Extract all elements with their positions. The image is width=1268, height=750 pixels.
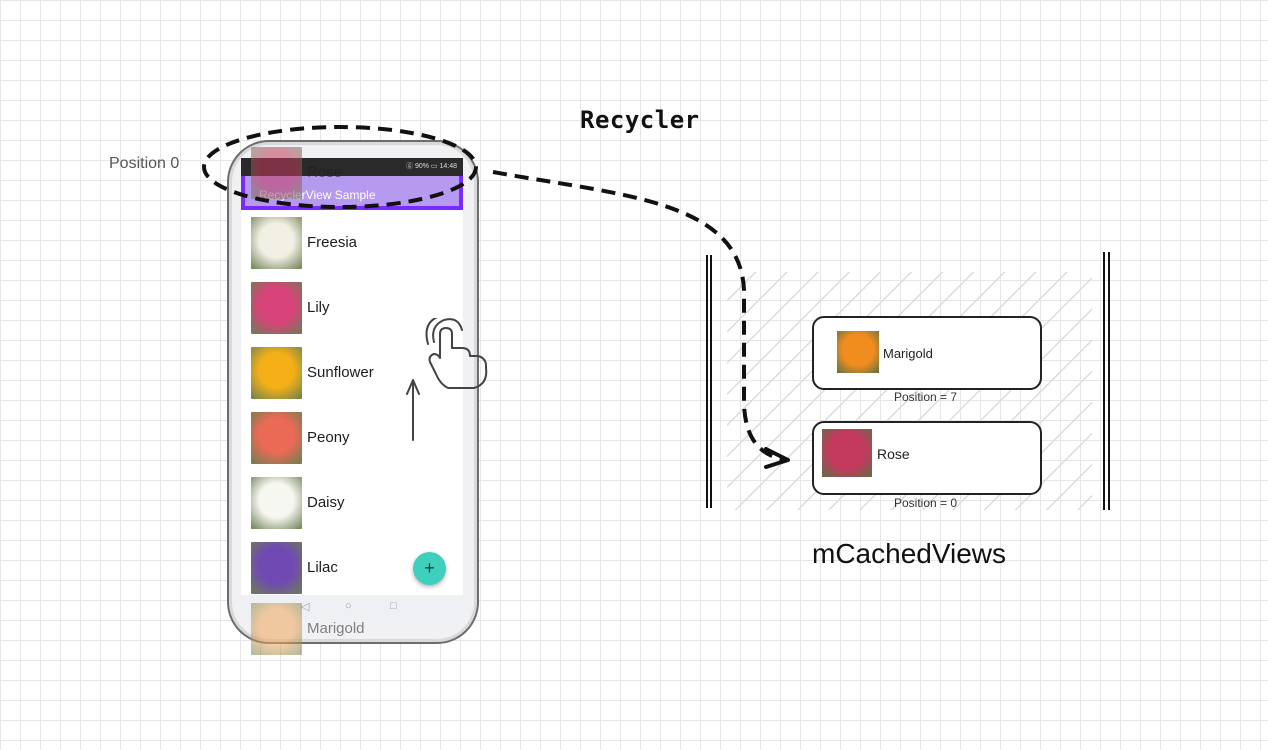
list-item[interactable]: Sunflower [251,347,451,399]
flower-name: Lilac [307,559,338,576]
cached-view-position: Position = 7 [894,390,958,404]
nav-recents-icon[interactable]: □ [390,600,397,612]
flower-thumbnail [251,412,302,464]
flower-thumbnail [251,147,302,199]
flower-thumbnail [251,282,302,334]
cached-view-name: Rose [877,446,910,462]
cache-right-bar [1103,252,1110,510]
list-item[interactable]: Peony [251,412,451,464]
flower-thumbnail [251,477,302,529]
flower-thumbnail [251,347,302,399]
nav-back-icon[interactable]: ◁ [301,601,310,613]
flower-name: Freesia [307,234,358,251]
cached-views-label: mCachedViews [812,538,1007,569]
flower-thumbnail [251,217,302,269]
list-item[interactable]: Rose [251,147,451,199]
position-0-label: Position 0 [109,155,180,172]
swipe-up-gesture-icon [406,318,488,441]
recycler-label: Recycler [580,106,700,134]
list-item[interactable]: Freesia [251,217,451,269]
flower-thumbnail [251,542,302,594]
cached-view-name: Marigold [883,346,933,361]
list-item[interactable]: Lilac [251,542,451,594]
cached-view-position: Position = 0 [894,496,958,510]
flower-name: Peony [307,429,350,446]
list-item[interactable]: Daisy [251,477,451,529]
cached-view-thumbnail [837,331,879,373]
flower-name: Daisy [307,494,345,511]
flower-name: Sunflower [307,364,374,381]
nav-home-icon[interactable]: ○ [345,600,352,612]
flower-thumbnail [251,603,302,655]
flower-name: Rose [307,164,343,181]
cache-left-bar [706,255,712,508]
cached-view-thumbnail [822,429,872,477]
list-item[interactable]: Marigold [251,603,451,655]
flower-name: Lily [307,299,330,316]
list-item[interactable]: Lily [251,282,451,334]
flower-name: Marigold [307,620,365,637]
add-fab-button[interactable]: + [413,552,446,585]
